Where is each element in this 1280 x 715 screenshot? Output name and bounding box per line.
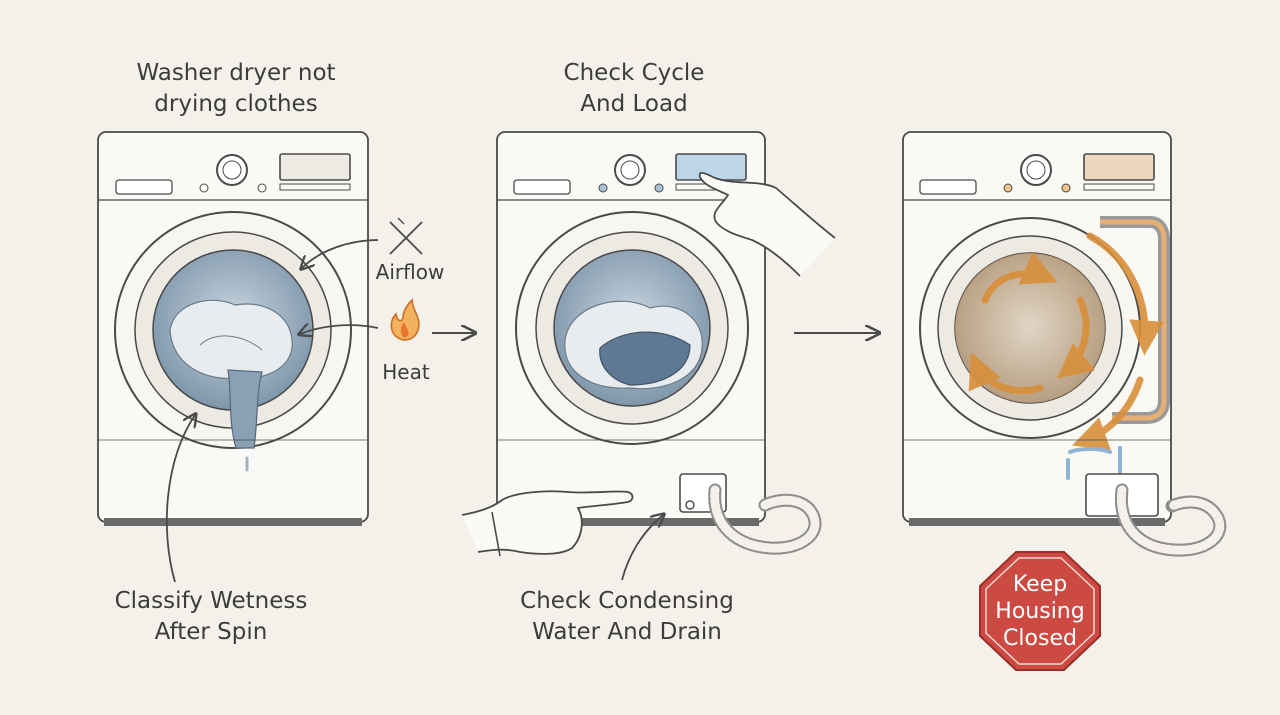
stop-sign-line-1: Keep (1012, 572, 1068, 597)
heat-arrow (300, 325, 379, 334)
panel-2-caption-line-1: Check Condensing (520, 588, 734, 614)
washer-panel-3 (902, 131, 1227, 671)
program-dial (1020, 154, 1052, 186)
pointing-hand-icon (461, 490, 634, 557)
warm-airflow-arrows (968, 232, 1165, 451)
detergent-drawer (115, 179, 173, 195)
panel-2-caption-line-2: Water And Drain (532, 619, 722, 645)
airflow-arrow (302, 239, 379, 268)
stop-sign-text: Keep Housing Closed (980, 571, 1100, 652)
water-drip (1066, 446, 1122, 480)
washer-feet (909, 518, 1165, 526)
detergent-drawer (919, 179, 977, 195)
panel-1-caption-line-2: After Spin (154, 619, 268, 645)
stop-sign-icon (979, 551, 1101, 671)
panel-1-title: Washer dryer not drying clothes (118, 58, 354, 120)
panel-2-title: Check Cycle And Load (532, 58, 736, 120)
panel-2-title-line-1: Check Cycle (563, 60, 705, 86)
heat-label: Heat (382, 360, 430, 384)
program-dial (614, 154, 646, 186)
panel-1-title-line-2: drying clothes (154, 91, 318, 117)
panel-1-title-line-1: Washer dryer not (136, 60, 336, 86)
pointing-hand-icon (698, 172, 836, 277)
wetness-arrow (165, 415, 195, 583)
panel-1-caption-line-1: Classify Wetness (114, 588, 308, 614)
stop-sign-line-3: Closed (1003, 626, 1077, 651)
washer-panel-2 (461, 131, 836, 581)
washer-feet (104, 518, 362, 526)
drain-arrow (621, 515, 663, 581)
panel-2-caption: Check Condensing Water And Drain (494, 586, 760, 648)
program-dial (216, 154, 248, 186)
blocked-airflow-icon (389, 217, 423, 255)
washer-panel-1 (97, 131, 423, 583)
washer-feet (503, 518, 759, 526)
stop-sign-line-2: Housing (995, 599, 1085, 624)
airflow-label: Airflow (375, 260, 445, 284)
detergent-drawer (513, 179, 571, 195)
panel-2-title-line-2: And Load (580, 91, 688, 117)
display-screen (1083, 153, 1155, 181)
flame-icon (390, 298, 420, 341)
display-screen (279, 153, 351, 181)
panel-1-caption: Classify Wetness After Spin (88, 586, 334, 648)
dripping-cloth (227, 369, 263, 449)
wet-clothes (169, 299, 293, 380)
